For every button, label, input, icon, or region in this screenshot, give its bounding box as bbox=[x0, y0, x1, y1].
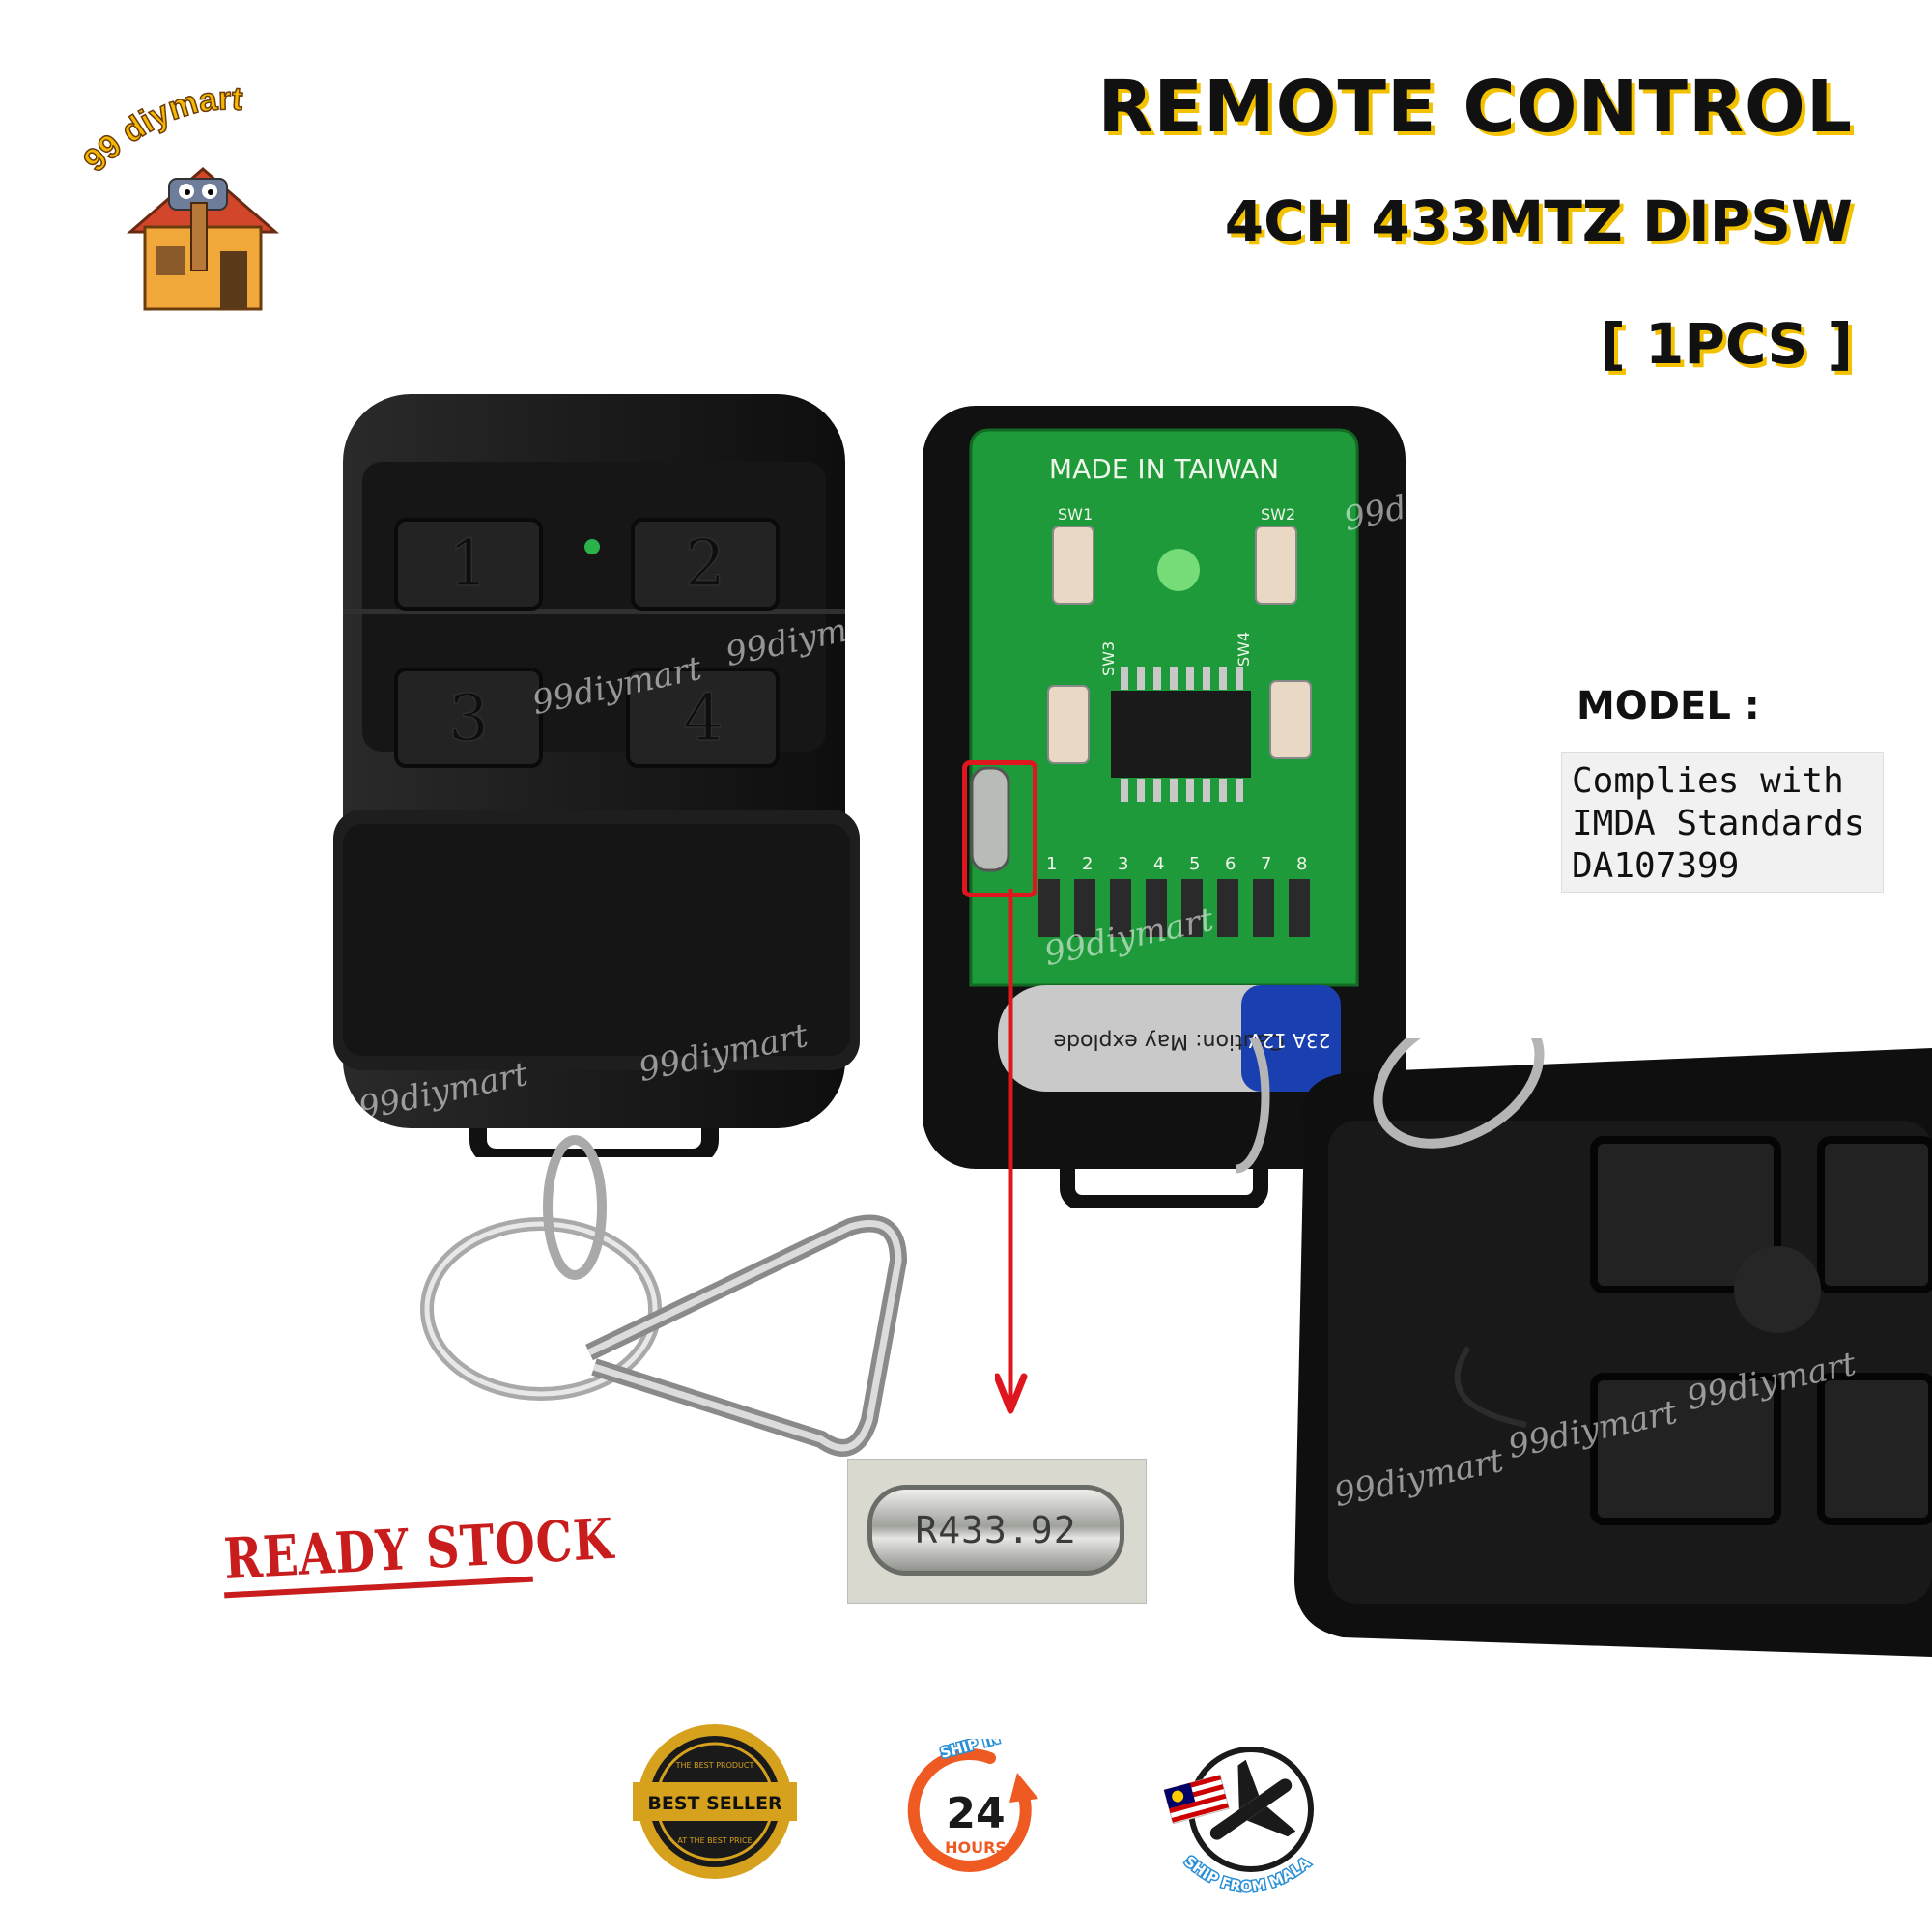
ship-in-24-hours-icon: 24 HOURS SHIP IN bbox=[907, 1739, 1038, 1872]
svg-text:Caution: May explode: Caution: May explode bbox=[1053, 1029, 1284, 1053]
remote-open-view: MADE IN TAIWAN SW1 SW2 SW3 SW4 1 2 3 4 5… bbox=[923, 406, 1406, 1208]
crystal-label: R433.92 bbox=[915, 1509, 1077, 1551]
svg-text:3: 3 bbox=[448, 681, 489, 755]
logo-text: 99 diymart bbox=[77, 79, 244, 180]
remote-button-2[interactable]: 2 bbox=[631, 518, 780, 611]
svg-text:24: 24 bbox=[946, 1789, 1005, 1838]
remote-front-view: 1 2 3 4 bbox=[333, 394, 860, 1157]
svg-text:2: 2 bbox=[685, 526, 725, 601]
pcb-text: MADE IN TAIWAN bbox=[1049, 453, 1279, 485]
svg-text:AT THE BEST PRICE: AT THE BEST PRICE bbox=[677, 1836, 752, 1845]
quantity-label: [ 1PCS ] bbox=[1600, 311, 1853, 377]
remote-button-1[interactable]: 1 bbox=[394, 518, 543, 611]
svg-text:4: 4 bbox=[683, 681, 724, 755]
svg-text:SW2: SW2 bbox=[1261, 505, 1295, 524]
svg-text:BEST SELLER: BEST SELLER bbox=[647, 1793, 782, 1814]
svg-text:99 diymart: 99 diymart bbox=[77, 80, 244, 179]
svg-text:SW1: SW1 bbox=[1058, 505, 1093, 524]
remote-back-cover bbox=[1236, 1038, 1932, 1657]
led-indicator bbox=[584, 539, 600, 554]
svg-text:2: 2 bbox=[1082, 854, 1093, 874]
red-arrow-icon bbox=[995, 889, 1028, 1414]
svg-text:1: 1 bbox=[1046, 854, 1057, 874]
svg-text:1: 1 bbox=[448, 526, 489, 601]
crystal-zoom-image: R433.92 bbox=[847, 1459, 1147, 1604]
model-label: MODEL : bbox=[1577, 684, 1760, 728]
ready-stock-stamp: READY STOCK bbox=[222, 1505, 616, 1592]
svg-text:8: 8 bbox=[1296, 854, 1307, 874]
svg-text:HOURS: HOURS bbox=[945, 1838, 1007, 1857]
remote-button-4[interactable]: 4 bbox=[626, 668, 780, 768]
keychain-clip bbox=[420, 1135, 907, 1457]
remote-button-3[interactable]: 3 bbox=[394, 668, 543, 768]
svg-text:SW4: SW4 bbox=[1235, 632, 1253, 667]
svg-text:6: 6 bbox=[1225, 854, 1236, 874]
crystal-highlight-box bbox=[962, 760, 1037, 897]
ship-from-malaysia-icon: SHIP FROM MALAYSIA bbox=[1154, 1737, 1316, 1897]
product-title: REMOTE CONTROL bbox=[1097, 66, 1853, 149]
svg-text:5: 5 bbox=[1189, 854, 1200, 874]
svg-text:SW3: SW3 bbox=[1099, 641, 1118, 676]
svg-text:3: 3 bbox=[1118, 854, 1128, 874]
svg-text:THE BEST PRODUCT: THE BEST PRODUCT bbox=[675, 1761, 754, 1770]
svg-text:7: 7 bbox=[1261, 854, 1271, 874]
brand-logo: 99 diymart bbox=[77, 79, 280, 311]
svg-text:4: 4 bbox=[1153, 854, 1164, 874]
imda-compliance-label: Complies with IMDA Standards DA107399 bbox=[1561, 752, 1884, 893]
best-seller-badge-icon: BEST SELLER THE BEST PRODUCT AT THE BEST… bbox=[633, 1724, 797, 1879]
product-subtitle: 4CH 433MTZ DIPSW bbox=[1224, 188, 1853, 254]
